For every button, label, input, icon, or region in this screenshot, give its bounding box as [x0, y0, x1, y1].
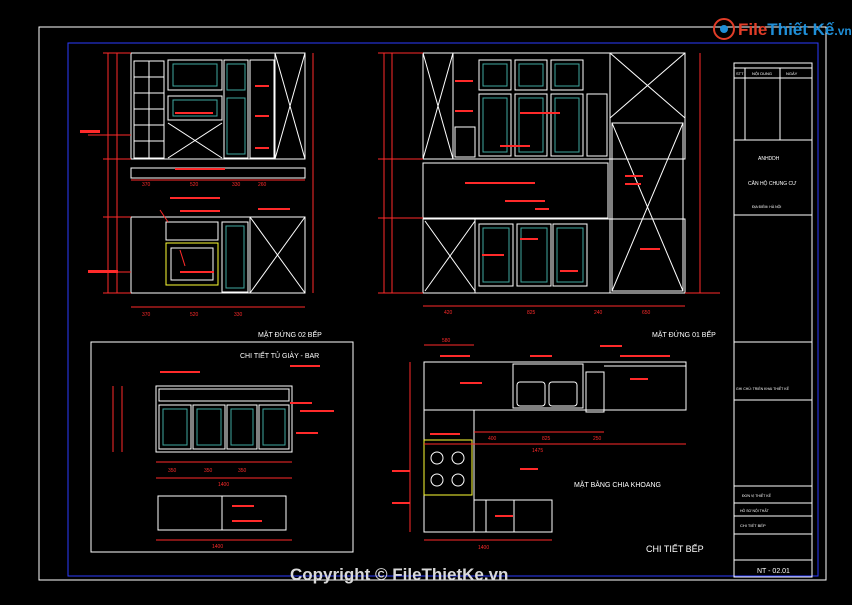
- title-elev02: MẶT ĐỨNG 02 BẾP: [258, 329, 322, 339]
- burner-1-icon: [430, 451, 444, 465]
- inner-border: [67, 42, 819, 577]
- annotation-marks-shoe: [160, 365, 334, 522]
- dim-plan-mid-2: 825: [542, 436, 551, 442]
- filethietke-logo: FileThiết Kế.vn: [713, 18, 852, 40]
- tb-client: CĂN HỘ CHUNG CƯ: [748, 180, 797, 187]
- sink-bowl-right: [548, 381, 578, 407]
- upper-cabinet-outline: [130, 52, 306, 160]
- counter-bottom-run: [473, 499, 553, 533]
- upper-doors-02: [167, 52, 306, 160]
- shoe-frame: [90, 341, 354, 553]
- tb-item: HỒ SƠ NỘI THẤT: [740, 508, 770, 513]
- dim-plan-mid-3: 250: [593, 436, 602, 442]
- dim-shoe-3: 350: [238, 468, 247, 474]
- dim-elev01-4: 650: [642, 310, 651, 316]
- dim-elev01-1: 420: [444, 310, 453, 316]
- tb-note: GHI CHÚ: TRIỂN KHAI THIẾT KẾ: [736, 386, 790, 391]
- logo-text-domain: .vn: [834, 24, 851, 38]
- dim-plan-total: 1475: [532, 448, 543, 454]
- dim-plan-bottom: 1400: [478, 545, 489, 551]
- dim-lines-shoe: [112, 386, 292, 541]
- lower-cabinet-01: [422, 218, 686, 294]
- title-elev01: MẶT ĐỨNG 01 BẾP: [652, 329, 716, 339]
- shoe-cabinet-outline: [155, 385, 293, 453]
- title-shoe-bar: CHI TIẾT TỦ GIÀY - BAR: [240, 350, 319, 360]
- copyright-watermark: Copyright © FileThietKe.vn: [290, 565, 508, 584]
- dim-elev01-3: 240: [594, 310, 603, 316]
- shoe-top-drawer: [158, 388, 290, 402]
- tb-header-date: NGÀY: [786, 71, 798, 76]
- dim-shoe-2: 350: [204, 468, 213, 474]
- svg-text:FileThiết Kế.vn: FileThiết Kế.vn: [738, 20, 852, 39]
- lower-cabinet-outline: [130, 216, 306, 294]
- upper-doors-01: [422, 52, 686, 293]
- tb-unit: ĐƠN VỊ THIẾT KẾ: [742, 493, 772, 498]
- elevation-02: 370 520 330 260 370 520 330: [80, 52, 322, 339]
- dim-elev02-bot-1: 370: [142, 312, 151, 318]
- dim-elev01-2: 825: [527, 310, 536, 316]
- lower-doors-01: [424, 219, 588, 293]
- burner-3-icon: [430, 473, 444, 487]
- dim-elev02-top-2: 520: [190, 182, 199, 188]
- plan-tall-unit: [585, 371, 605, 413]
- wine-rack-grid: [133, 60, 165, 159]
- dim-text-01: 420 825 240 650: [444, 310, 651, 316]
- tb-header-content: NỘI DUNG: [752, 71, 772, 76]
- title-block-content: STT NỘI DUNG NGÀY ANHDDH CĂN HỘ CHUNG CƯ…: [734, 67, 812, 575]
- dim-elev02-bot-2: 520: [190, 312, 199, 318]
- dim-text-shoe: 350 350 350 1400 1400: [168, 468, 247, 550]
- annotation-marks-01: [455, 80, 660, 272]
- annotation-marks-02: [80, 85, 290, 273]
- logo-text-thietke: Thiết Kế: [767, 20, 835, 39]
- lower-doors-02: [165, 216, 306, 294]
- dim-elev02-top-4: 260: [258, 182, 267, 188]
- counter-left-run: [423, 409, 475, 533]
- dim-plan-mid-1: 400: [488, 436, 497, 442]
- sink-outline: [512, 363, 584, 409]
- dim-shoe-1: 350: [168, 468, 177, 474]
- dim-elev02-bot-3: 330: [234, 312, 243, 318]
- hob-outline: [423, 439, 473, 496]
- shoe-doors: [158, 404, 290, 450]
- upper-cabinet-01: [422, 52, 686, 160]
- title-kitchen-detail: CHI TIẾT BẾP: [646, 544, 704, 554]
- dim-bar-total: 1400: [212, 544, 223, 550]
- dim-lines-02: [103, 52, 314, 308]
- title-plan: MẶT BẰNG CHIA KHOANG: [574, 480, 661, 489]
- dim-elev02-top-1: 370: [142, 182, 151, 188]
- leaders-02: [88, 134, 186, 273]
- tb-address: ĐỊA ĐIỂM: HÀ NỘI: [752, 204, 781, 209]
- logo-text-file: File: [738, 20, 767, 39]
- kitchen-plan: 580 400 825 250 1475 1400 MẶT BẰNG CHIA …: [392, 338, 704, 554]
- elevation-01: 420 825 240 650 MẶT ĐỨNG 01 BẾP: [378, 52, 720, 339]
- sink-bowl-left: [516, 381, 546, 407]
- tb-drawing-name: CHI TIẾT BẾP: [740, 523, 766, 528]
- burner-4-icon: [451, 473, 465, 487]
- counter-top-run: [423, 361, 687, 411]
- shoe-bar-detail: CHI TIẾT TỦ GIÀY - BAR 350 350 350 1400: [90, 341, 354, 553]
- tb-header-stt: STT: [736, 71, 744, 76]
- dim-lines-01: [378, 52, 720, 307]
- logo-dot-icon: [720, 25, 728, 33]
- burner-2-icon: [451, 451, 465, 465]
- outer-frame: [38, 26, 827, 581]
- tb-project: ANHDDH: [758, 156, 780, 162]
- dim-lines-plan: [409, 344, 686, 541]
- dim-text-02: 370 520 330 260 370 520 330: [142, 182, 267, 318]
- title-block: [733, 62, 813, 578]
- backsplash-01: [422, 162, 609, 219]
- dim-shoe-total: 1400: [218, 482, 229, 488]
- dim-text-plan: 580 400 825 250 1475 1400: [442, 338, 602, 551]
- tb-sheet-number: NT - 02.01: [757, 568, 790, 575]
- logo-ring-icon: [713, 18, 735, 40]
- dim-plan-top: 580: [442, 338, 451, 344]
- annotation-marks-plan: [392, 345, 670, 517]
- dim-elev02-top-3: 330: [232, 182, 241, 188]
